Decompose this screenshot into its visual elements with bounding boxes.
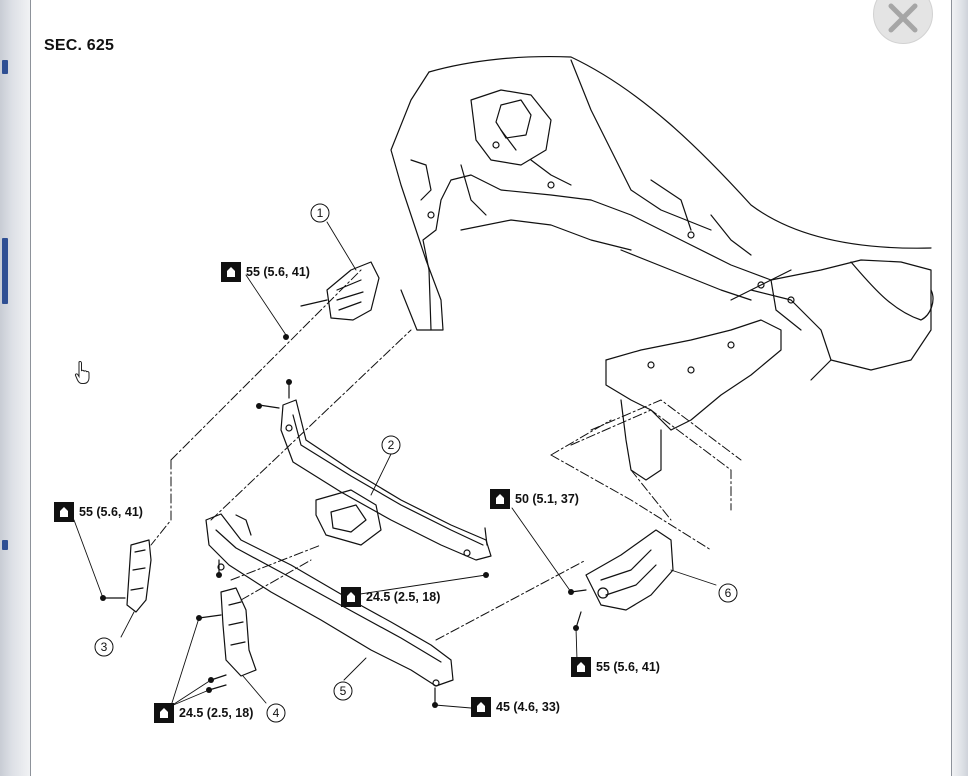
part-6-bracket: [570, 529, 674, 629]
part-2-upper-support: [258, 381, 492, 561]
svg-text:55 (5.6, 41): 55 (5.6, 41): [79, 505, 143, 519]
torque-label: 45 (4.6, 33): [471, 697, 560, 717]
torque-label: 24.5 (2.5, 18): [341, 587, 440, 607]
torque-wrench-icon: [54, 502, 74, 522]
svg-text:24.5 (2.5, 18): 24.5 (2.5, 18): [179, 706, 253, 720]
close-icon: [888, 3, 918, 33]
leader-lines: [73, 221, 717, 709]
hand-pointer-icon: [74, 360, 90, 384]
background-tab: [2, 60, 8, 74]
svg-text:2: 2: [388, 438, 395, 452]
svg-text:6: 6: [725, 586, 732, 600]
svg-text:4: 4: [273, 706, 280, 720]
part-1-bracket: [300, 261, 380, 321]
svg-text:55 (5.6, 41): 55 (5.6, 41): [246, 265, 310, 279]
torque-wrench-icon: [154, 703, 174, 723]
torque-wrench-icon: [221, 262, 241, 282]
svg-text:55 (5.6, 41): 55 (5.6, 41): [596, 660, 660, 674]
exploded-diagram: 1 2 3 4 5 6 55 (5.6, 41): [54, 55, 934, 723]
torque-label: 55 (5.6, 41): [54, 502, 143, 522]
torque-wrench-icon: [571, 657, 591, 677]
callout-2: 2: [381, 435, 401, 455]
callout-4: 4: [266, 703, 286, 723]
torque-label: 24.5 (2.5, 18): [154, 703, 253, 723]
background-tab: [2, 238, 8, 304]
svg-text:5: 5: [340, 684, 347, 698]
background-tab: [2, 540, 8, 550]
torque-label: 50 (5.1, 37): [490, 489, 579, 509]
torque-label: 55 (5.6, 41): [571, 657, 660, 677]
image-viewer: SEC. 625: [30, 0, 952, 776]
guide-lines: [150, 269, 742, 641]
callout-5: 5: [333, 681, 353, 701]
callout-3: 3: [94, 637, 114, 657]
section-title: SEC. 625: [44, 37, 115, 54]
part-4-stay: [198, 587, 257, 691]
part-3-side-stay: [102, 539, 152, 613]
svg-text:3: 3: [101, 640, 108, 654]
torque-wrench-icon: [490, 489, 510, 509]
background-window-strip: [0, 0, 30, 776]
torque-wrench-icon: [341, 587, 361, 607]
part-5-lower-support: [205, 513, 454, 705]
background-window-strip-right: [952, 0, 968, 776]
callout-6: 6: [718, 583, 738, 603]
torque-label: 55 (5.6, 41): [221, 262, 310, 282]
svg-text:1: 1: [317, 206, 324, 220]
svg-text:24.5 (2.5, 18): 24.5 (2.5, 18): [366, 590, 440, 604]
vehicle-body-assembly: [390, 55, 934, 481]
torque-wrench-icon: [471, 697, 491, 717]
svg-text:50 (5.1, 37): 50 (5.1, 37): [515, 492, 579, 506]
bolts: [100, 334, 579, 708]
svg-text:45 (4.6, 33): 45 (4.6, 33): [496, 700, 560, 714]
callout-1: 1: [310, 203, 330, 223]
